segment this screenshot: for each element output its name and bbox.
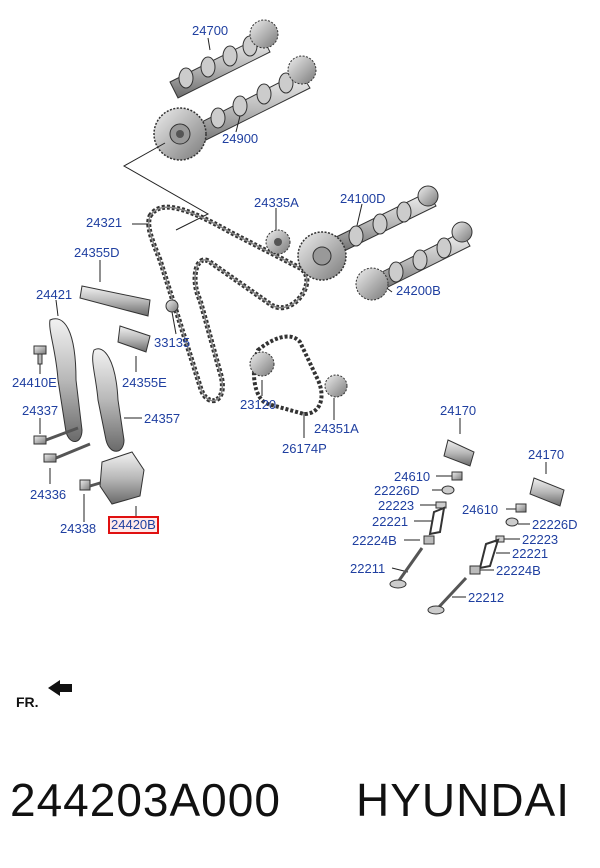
label-22211[interactable]: 22211 [350,561,386,576]
label-22226d-a[interactable]: 22226D [374,483,420,498]
camshaft-24700 [169,19,279,99]
rocker-arm-24170-a [443,439,475,467]
label-22223-b[interactable]: 22223 [522,532,559,547]
label-24337[interactable]: 24337 [22,403,59,418]
camshaft-24100d [297,185,439,281]
valve-assembly-right [427,503,527,615]
label-24170-b[interactable]: 24170 [528,447,565,462]
label-22221-a[interactable]: 22221 [372,514,409,529]
label-22212[interactable]: 22212 [468,590,505,605]
label-33135[interactable]: 33135 [154,335,191,350]
front-arrow-icon [48,680,72,696]
valve-assembly-left [389,471,463,589]
label-24700[interactable]: 24700 [192,23,229,38]
label-24420b-highlighted[interactable]: 24420B [108,516,159,534]
label-24421[interactable]: 24421 [36,287,73,302]
rocker-arm-24170-b [529,477,565,507]
label-23120[interactable]: 23120 [240,397,277,412]
brand-name: HYUNDAI [356,774,571,826]
front-direction-label: FR. [16,694,39,710]
guide-24355e [117,325,151,353]
footer: 244203A000 HYUNDAI [0,768,600,838]
label-22223-a[interactable]: 22223 [378,498,415,513]
sprocket-23120 [249,351,275,377]
label-22224b-a[interactable]: 22224B [352,533,397,548]
label-24170-a[interactable]: 24170 [440,403,477,418]
label-24338[interactable]: 24338 [60,521,97,536]
label-24100d[interactable]: 24100D [340,191,386,206]
camshaft-24900 [153,55,317,161]
part-number: 244203A000 [10,774,281,826]
guide-24355d [79,285,151,317]
bolt-33135 [165,299,179,313]
label-22224b-b[interactable]: 22224B [496,563,541,578]
sprocket-24351a [324,374,348,398]
label-24900[interactable]: 24900 [222,131,259,146]
label-24200b[interactable]: 24200B [396,283,441,298]
label-24335a[interactable]: 24335A [254,195,299,210]
label-24610-b[interactable]: 24610 [462,502,499,517]
chain-26174p [251,334,324,417]
camshaft-24200b [355,221,473,301]
tensioner-arm-24357 [92,348,125,452]
label-22226d-b[interactable]: 22226D [532,517,578,532]
label-22221-b[interactable]: 22221 [512,546,549,561]
label-24351a[interactable]: 24351A [314,421,359,436]
label-24410e[interactable]: 24410E [12,375,57,390]
label-24357[interactable]: 24357 [144,411,181,426]
label-24610-a[interactable]: 24610 [394,469,431,484]
guide-24421 [49,318,83,442]
label-24355e[interactable]: 24355E [122,375,167,390]
tensioner-24420b [99,451,145,505]
label-24321[interactable]: 24321 [86,215,123,230]
label-24336[interactable]: 24336 [30,487,67,502]
label-26174p[interactable]: 26174P [282,441,327,456]
timing-chain [146,204,310,404]
label-24355d[interactable]: 24355D [74,245,120,260]
